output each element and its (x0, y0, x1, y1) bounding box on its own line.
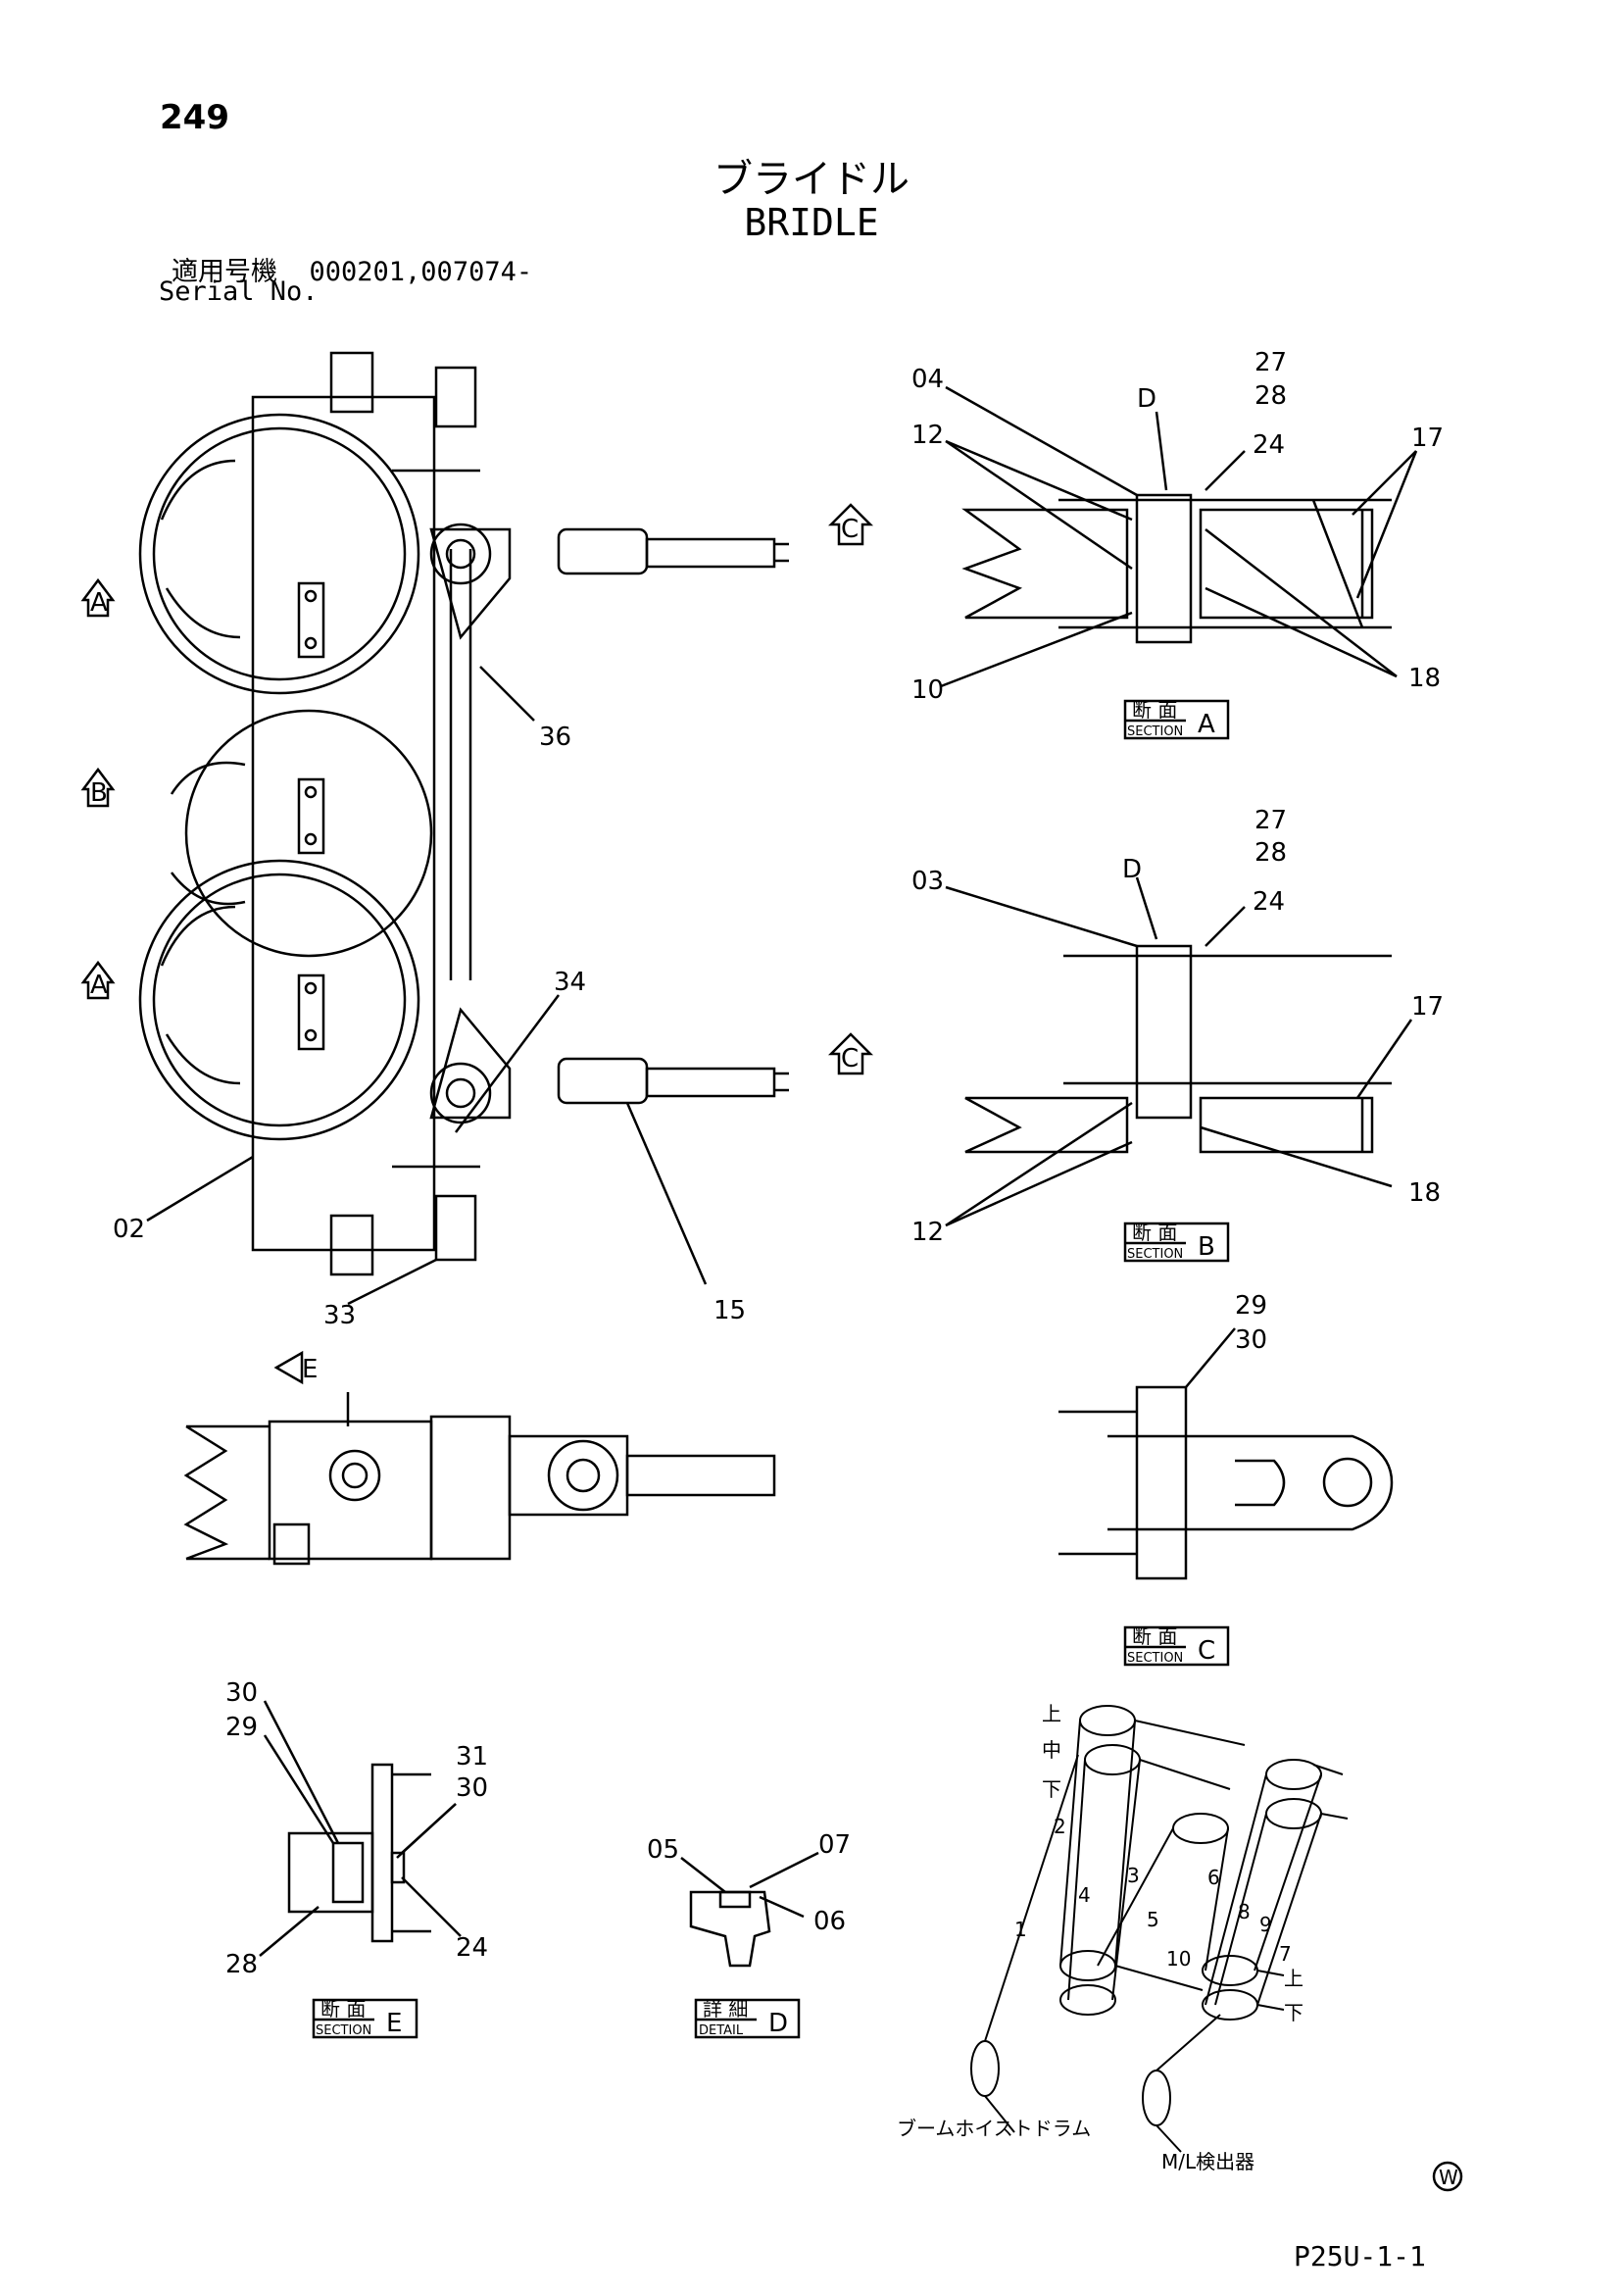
rope-number-4: 4 (1078, 1883, 1091, 1907)
serial-label-en: Serial No. (159, 276, 319, 307)
detail-ref-d-b: D (1122, 855, 1142, 884)
callout-05: 05 (647, 1835, 679, 1865)
section-c-leader (1185, 1327, 1236, 1388)
callout-12-b: 24 (1253, 887, 1285, 917)
callout-10-a: 17 (1411, 424, 1444, 453)
rope-number-6: 6 (1207, 1866, 1220, 1889)
section-b-drawing (964, 944, 1392, 1154)
section-a-leaders (940, 385, 1418, 688)
callout-17: 29 (1235, 1291, 1267, 1321)
section-e-en: SECTION (316, 2023, 371, 2038)
callout-07: 07 (818, 1830, 851, 1860)
section-a-jp: 断 面 (1132, 698, 1177, 722)
section-c-en: SECTION (1127, 1651, 1183, 1666)
callout-34: 34 (554, 968, 586, 997)
main-top-view (138, 351, 789, 1276)
view-arrow-a-bottom: A (90, 971, 108, 1000)
callout-15: 15 (713, 1296, 746, 1325)
callout-08-b: 12 (911, 1218, 944, 1247)
callout-24: 24 (456, 1933, 488, 1963)
footer-code: P25U-1-1 (1294, 2240, 1426, 2272)
callout-03: 03 (911, 867, 944, 896)
rope-number-7: 7 (1279, 1942, 1292, 1966)
section-b-jp: 断 面 (1132, 1221, 1177, 1244)
callout-06: 06 (813, 1907, 846, 1936)
rope-number-2: 2 (1054, 1815, 1066, 1838)
detail-d-drawing (689, 1890, 771, 1968)
callout-30: 30 (456, 1773, 488, 1803)
rope-number-8: 8 (1238, 1900, 1251, 1923)
page-title-en: BRIDLE (744, 201, 879, 244)
callout-33: 33 (323, 1301, 356, 1330)
callout-09: 10 (911, 675, 944, 705)
section-e-letter: E (386, 2009, 402, 2038)
section-b-en: SECTION (1127, 1247, 1183, 1262)
section-e-drawing (287, 1763, 431, 1943)
callout-04: 04 (911, 365, 944, 394)
section-c-jp: 断 面 (1132, 1624, 1177, 1648)
rope-number-5: 5 (1147, 1908, 1159, 1931)
view-arrow-c-bottom: C (841, 1044, 859, 1073)
callout-02: 02 (113, 1215, 145, 1244)
rope-upper-label-right: 上 (1284, 1967, 1303, 1990)
side-view-drawing (183, 1392, 776, 1566)
section-e-jp: 断 面 (320, 1997, 366, 2021)
ml-detector-label: M/L検出器 (1161, 2150, 1254, 2173)
callout-27: 28 (225, 1950, 258, 1979)
callout-11-a: 18 (1408, 664, 1441, 693)
section-b-leaders (945, 876, 1413, 1227)
rope-number-9: 9 (1259, 1913, 1272, 1936)
callout-14-b: 28 (1254, 838, 1287, 868)
rope-number-10: 10 (1166, 1947, 1191, 1971)
view-arrows (80, 503, 874, 1385)
section-a-letter: A (1198, 710, 1215, 739)
view-arrow-c-top: C (841, 515, 859, 544)
page-title-jp: ブライドル (713, 157, 910, 202)
rope-lower-label: 下 (1042, 1777, 1061, 1801)
callout-36: 36 (539, 723, 571, 752)
serial-label-jp: 適用号機 (172, 257, 277, 287)
rope-upper-label: 上 (1042, 1702, 1061, 1725)
detail-d-jp: 詳 細 (703, 1997, 748, 2021)
callout-08-a: 12 (911, 421, 944, 450)
section-c-drawing (1058, 1385, 1394, 1580)
w-mark: W (1439, 2166, 1458, 2189)
main-view-leaders (146, 666, 708, 1306)
section-e-leaders (259, 1700, 462, 1957)
callout-13-a: 27 (1254, 348, 1287, 377)
w-mark-circle (1432, 2161, 1463, 2192)
rope-reeving-diagram (970, 1705, 1349, 2153)
rope-number-3: 3 (1127, 1864, 1140, 1887)
callout-31: 31 (456, 1742, 488, 1772)
rope-number-1: 1 (1014, 1918, 1027, 1941)
section-b-letter: B (1198, 1232, 1215, 1262)
rope-lower-label-right: 下 (1284, 2001, 1303, 2024)
detail-d-leaders (680, 1851, 819, 1919)
view-arrow-e: E (302, 1355, 318, 1384)
callout-14-a: 28 (1254, 381, 1287, 411)
callout-18: 30 (1235, 1325, 1267, 1355)
callout-10-b: 17 (1411, 992, 1444, 1022)
callout-28: 30 (225, 1678, 258, 1708)
rope-middle-label: 中 (1042, 1738, 1061, 1762)
section-a-drawing (961, 493, 1392, 644)
boom-hoist-drum-label: ブームホイストドラム (897, 2117, 1091, 2140)
serial-line: 適用号機 000201,007074- (172, 250, 532, 288)
serial-value: 000201,007074- (309, 257, 533, 287)
section-c-letter: C (1198, 1636, 1215, 1666)
view-arrow-b: B (90, 778, 108, 808)
page-number: 249 (160, 98, 229, 137)
callout-13-b: 27 (1254, 806, 1287, 835)
callout-12-a: 24 (1253, 430, 1285, 460)
callout-11-b: 18 (1408, 1178, 1441, 1208)
detail-d-letter: D (768, 2009, 788, 2038)
section-a-en: SECTION (1127, 724, 1183, 739)
detail-d-en: DETAIL (699, 2023, 744, 2038)
view-arrow-a-top: A (90, 588, 108, 618)
callout-29: 29 (225, 1713, 258, 1742)
detail-ref-d-a: D (1137, 384, 1156, 414)
